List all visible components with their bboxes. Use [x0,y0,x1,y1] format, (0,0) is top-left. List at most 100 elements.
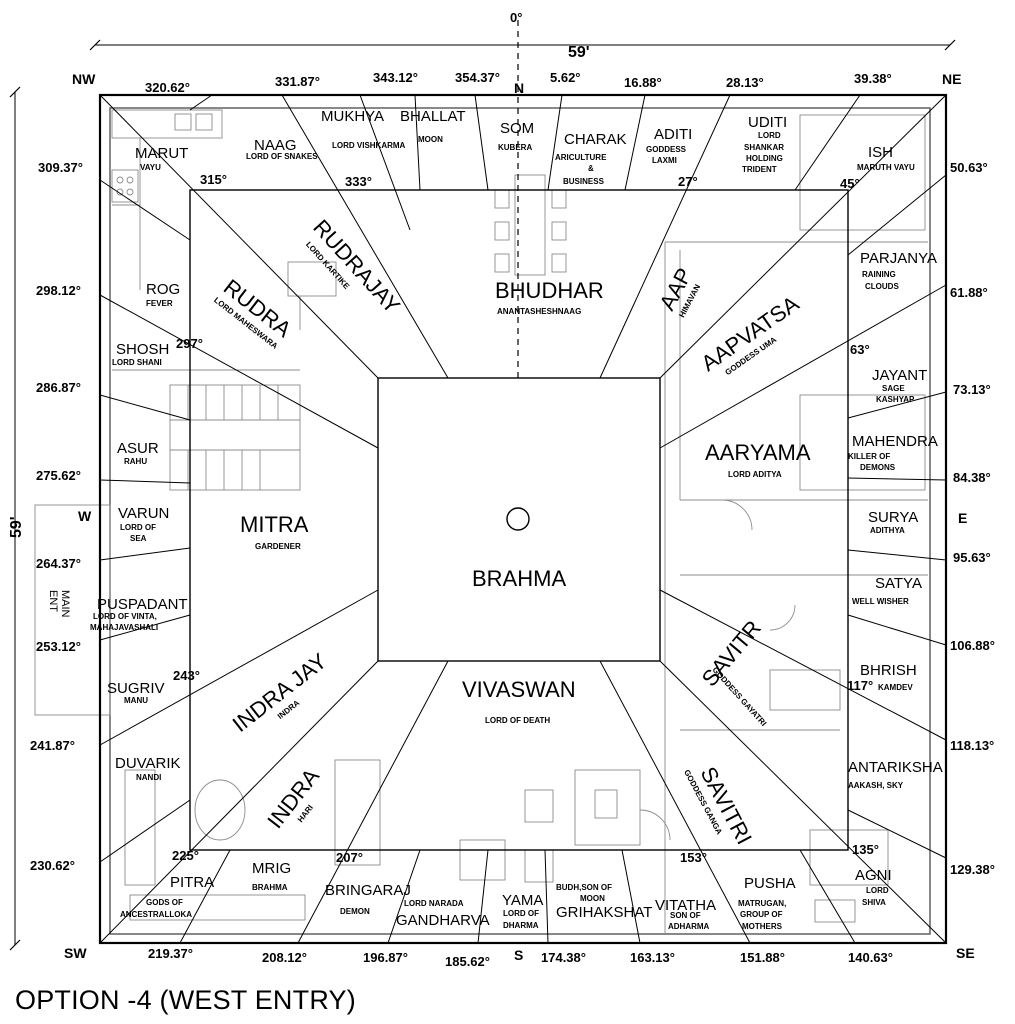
angle-label: 208.12° [262,950,307,965]
deity-aapvatsa: AAPVATSA [697,291,804,376]
angle-label: 196.87° [363,950,408,965]
deity-sub: MOTHERS [742,922,783,931]
deity-sub: FEVER [146,299,173,308]
inner-angle-label: 117° [847,678,873,693]
deity-bhallat: BHALLAT [400,108,466,125]
deity-sub: SEA [130,534,147,543]
deity-mahendra: MAHENDRA [852,433,938,450]
top-dimension: 59' [568,44,590,61]
inner-angles: 315° 333° 27° 45° 63° 297° 243° 225° 207… [172,172,879,865]
angle-label: 298.12° [36,283,81,298]
direction-nw: NW [72,71,96,87]
floor-plan-background [34,107,931,935]
deity-sub: RAINING [862,270,896,279]
deity-sub: LORD NARADA [404,899,464,908]
deity-sub: DEMONS [860,463,896,472]
outer-deities: MARUT VAYU NAAG LORD OF SNAKES MUKHYA LO… [90,108,943,931]
angle-label: 118.13° [950,738,994,753]
deity-marut: MARUT [135,145,188,162]
deity-shosh: SHOSH [116,341,169,358]
deity-asur: ASUR [117,440,159,457]
direction-se: SE [956,945,975,961]
angle-label: 106.88° [950,638,995,653]
left-dimension: 59' [8,516,25,538]
deity-naag: NAAG [254,137,297,154]
deity-sub: SON OF [670,911,701,920]
deity-uditi: UDITI [748,114,787,131]
angle-label: 50.63° [950,160,988,175]
deity-pitra: PITRA [170,874,214,891]
deity-mrig: MRIG [252,860,291,877]
deity-sugriv: SUGRIV [107,680,165,697]
angle-label: 174.38° [541,950,586,965]
deity-sub: KUBERA [498,143,532,152]
deity-sub: MANU [124,696,148,705]
angle-label: 140.63° [848,950,893,965]
deity-vivaswan: VIVASWAN [462,677,576,702]
deity-sub: GODDESS GAYATRI [711,665,769,728]
deity-sub: RAHU [124,457,147,466]
deity-sub: KILLER OF [848,452,890,461]
angle-label: 39.38° [854,71,892,86]
deity-sub: LAXMI [652,156,677,165]
inner-angle-label: 243° [173,668,200,683]
angle-label: 163.13° [630,950,675,965]
deity-sub: NANDI [136,773,161,782]
deity-sub: LORD [758,131,781,140]
deity-gandharva: GANDHARVA [396,912,490,929]
deity-sub: TRIDENT [742,165,777,174]
deity-bhudhar: BHUDHAR [495,278,604,303]
outer-square [98,93,948,945]
angle-label: 354.37° [455,70,500,85]
deity-som: SOM [500,120,534,137]
deity-parjanya: PARJANYA [860,250,937,267]
brahma-square [377,377,661,662]
angle-label: 343.12° [373,70,418,85]
inner-angle-label: 333° [345,174,372,189]
deity-sub: ADHARMA [668,922,710,931]
deity-sub: ARICULTURE [555,153,607,162]
angle-label: 73.13° [953,382,991,397]
vastu-grid [98,20,948,945]
left-angles: 309.37° 298.12° 286.87° 275.62° 264.37° … [30,160,83,873]
bottom-angles: 219.37° 208.12° 196.87° 185.62° 174.38° … [148,946,893,969]
deity-bhrish: BHRISH [860,662,917,679]
deity-charak: CHARAK [564,131,627,148]
deity-indra: INDRA [262,763,324,833]
deity-puspadant: PUSPADANT [97,596,188,613]
angle-label: 61.88° [950,285,988,300]
deity-antariksha: ANTARIKSHA [848,759,943,776]
deity-aaryama: AARYAMA [705,440,811,465]
deity-sub: MATRUGAN, [738,899,786,908]
angle-label: 320.62° [145,80,190,95]
north-marker: 0° [510,10,522,25]
entrance-line2: ENT [47,590,59,612]
angle-label: 84.38° [953,470,991,485]
deity-sub: ANANTASHESHNAAG [497,307,581,316]
deity-sub: MOON [580,894,605,903]
deity-sub: HOLDING [746,154,783,163]
inner-angle-label: 45° [840,176,860,191]
angle-label: 129.38° [950,862,995,877]
deity-brahma: BRAHMA [472,566,566,591]
deity-mitra: MITRA [240,512,309,537]
deity-sub: SHIVA [862,898,886,907]
deity-vitatha: VITATHA [655,897,716,914]
deity-sub: AAKASH, SKY [848,781,904,790]
deity-ish: ISH [868,144,893,161]
direction-s: S [514,947,523,963]
deity-surya: SURYA [868,509,918,526]
deity-mukhya: MUKHYA [321,108,384,125]
deity-sub: LORD VISHKARMA [332,141,406,150]
deity-sub: MOON [418,135,443,144]
deity-sub: LORD OF VINTA, [93,612,157,621]
deity-sub: & [588,164,594,173]
angle-label: 151.88° [740,950,785,965]
deity-sub: ADITHYA [870,526,905,535]
deity-grihakshat: GRIHAKSHAT [556,904,652,921]
entrance-line1: MAIN [59,590,71,618]
deity-duvarik: DUVARIK [115,755,181,772]
deity-aditi: ADITI [654,126,692,143]
deity-sub: LORD OF [120,523,156,532]
